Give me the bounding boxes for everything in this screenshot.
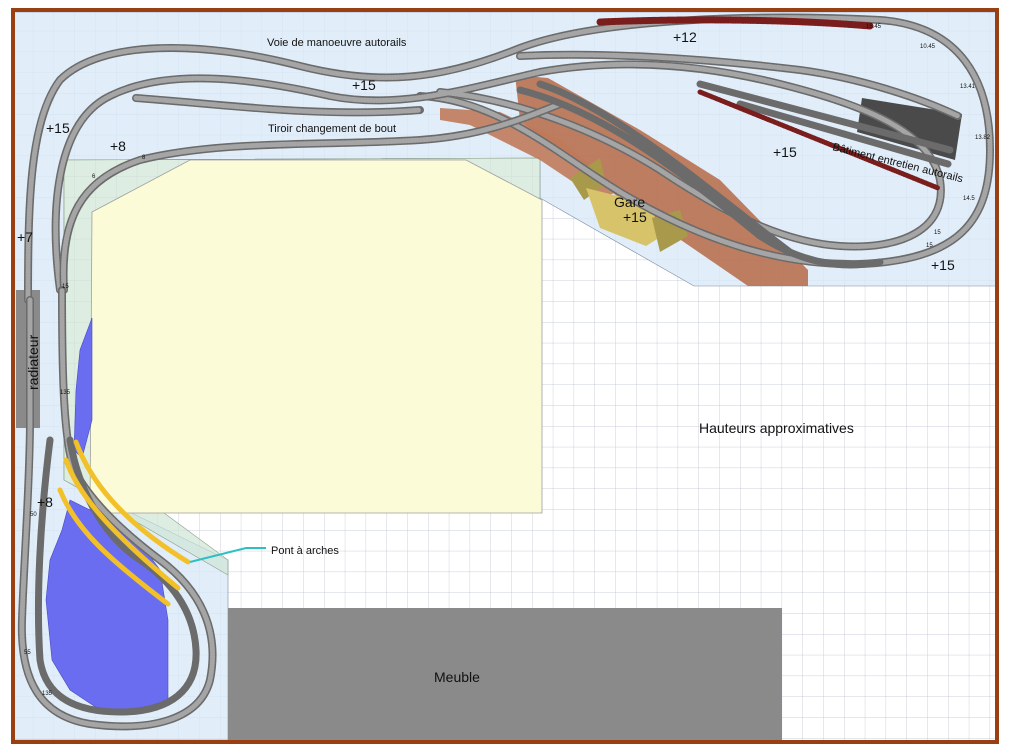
track-mark: 6 [92,174,96,180]
station-platform-left [570,158,606,200]
room-frame [11,8,999,744]
track-mark: 55 [24,650,31,656]
height-top-right: +12 [673,29,697,45]
track-depot-3 [697,89,941,191]
bridge-leader [189,547,266,563]
height-gare: +15 [623,209,647,225]
track-station-1 [516,86,884,269]
label-voie-manoeuvre: Voie de manoeuvre autorails [267,37,407,49]
track-mark: 14.5 [963,196,975,202]
track-depot-2 [736,100,952,168]
track-mark: 135 [42,691,53,697]
track-mark: 15 [926,243,933,249]
track-layer [17,13,995,731]
track-mark: 15 [62,284,69,290]
track-red-siding [596,16,874,30]
label-meuble: Meuble [434,669,480,685]
track-mark: 8 [142,155,146,161]
track-mark: 15 [934,230,941,236]
track-mark: 135 [60,390,71,396]
height-lower-left: +8 [37,494,53,510]
label-pont: Pont à arches [271,545,339,557]
label-hauteurs: Hauteurs approximatives [699,420,854,436]
height-top-left: +15 [46,120,70,136]
label-gare: Gare [614,194,645,210]
height-right-bottom: +15 [931,257,955,273]
label-tiroir: Tiroir changement de bout [268,123,396,135]
track-left-inner [34,436,200,716]
label-radiateur: radiateur [25,334,41,390]
track-mark: 50 [30,512,37,518]
height-right-mid: +15 [773,144,797,160]
track-mark: 10.45 [920,44,936,50]
plateau [89,159,543,514]
track-station-2 [536,80,794,256]
track-mark: 13.82 [975,135,991,141]
track-mark: 15.45 [866,24,882,30]
height-left-side: +7 [17,229,33,245]
height-center-top: +15 [352,77,376,93]
track-depot-1 [696,80,954,154]
track-mark: 13.41 [960,84,976,90]
height-left-inner: +8 [110,138,126,154]
bridge-arches [57,439,191,607]
meuble [228,608,782,740]
